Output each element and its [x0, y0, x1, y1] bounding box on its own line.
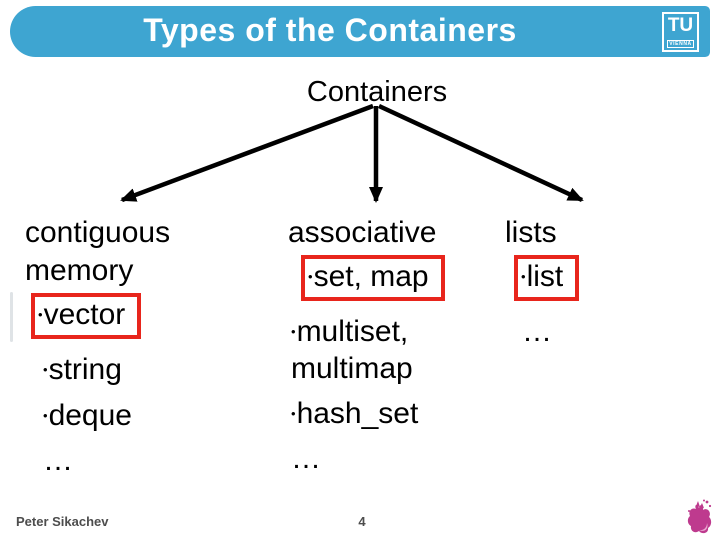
- item-label: …: [43, 444, 73, 477]
- slide-title: Types of the Containers: [143, 11, 517, 48]
- bullet-icon: •: [43, 408, 48, 423]
- list-item: •list: [514, 255, 655, 301]
- splat-logo-icon: [687, 499, 712, 534]
- item-label: hash_set: [296, 397, 419, 430]
- diagram-root-label: Containers: [306, 76, 448, 108]
- item-label: string: [48, 353, 122, 386]
- footer-author: Peter Sikachev: [16, 514, 109, 529]
- list-item: •multiset, multimap: [288, 313, 473, 387]
- list-item: …: [288, 440, 473, 477]
- template-edge-decoration: [10, 292, 13, 342]
- column-header: contiguous memory: [25, 216, 171, 287]
- item-label: multiset, multimap: [291, 315, 413, 385]
- arrow-left: [120, 103, 374, 203]
- item-label: …: [291, 442, 321, 475]
- list-item: •deque: [25, 397, 260, 434]
- list-item: •vector: [25, 293, 260, 339]
- bullet-icon: •: [291, 406, 296, 421]
- bullet-icon: •: [521, 269, 526, 284]
- column-associative: associative •set, map •multiset, multima…: [288, 214, 473, 477]
- tu-vienna-logo: TU VIENNA: [662, 12, 699, 52]
- column-header: associative: [288, 216, 437, 249]
- arrow-right: [378, 103, 584, 203]
- list-item: •hash_set: [288, 395, 473, 432]
- list-item: •string: [25, 351, 260, 388]
- column-header: lists: [505, 216, 557, 249]
- bullet-icon: •: [308, 269, 313, 284]
- tu-logo-subtext: VIENNA: [667, 40, 694, 48]
- item-label: vector: [43, 298, 126, 331]
- bullet-icon: •: [291, 324, 296, 339]
- footer-page-number: 4: [358, 514, 366, 529]
- bullet-icon: •: [38, 307, 43, 322]
- bullet-icon: •: [43, 362, 48, 377]
- slide-title-bar: Types of the Containers TU VIENNA: [10, 6, 710, 57]
- highlight-box-set-map: •set, map: [301, 255, 445, 301]
- item-label: list: [526, 260, 564, 293]
- column-contiguous-memory: contiguous memory •vector •string •deque…: [25, 214, 260, 479]
- list-item: …: [25, 442, 260, 479]
- column-lists: lists •list …: [505, 214, 655, 350]
- list-item: •set, map: [301, 255, 473, 301]
- highlight-box-vector: •vector: [31, 293, 142, 339]
- item-label: set, map: [313, 260, 429, 293]
- tu-logo-text: TU: [667, 15, 694, 36]
- item-label: …: [522, 315, 552, 348]
- item-label: deque: [48, 399, 132, 432]
- list-item: …: [505, 313, 655, 350]
- highlight-box-list: •list: [514, 255, 580, 301]
